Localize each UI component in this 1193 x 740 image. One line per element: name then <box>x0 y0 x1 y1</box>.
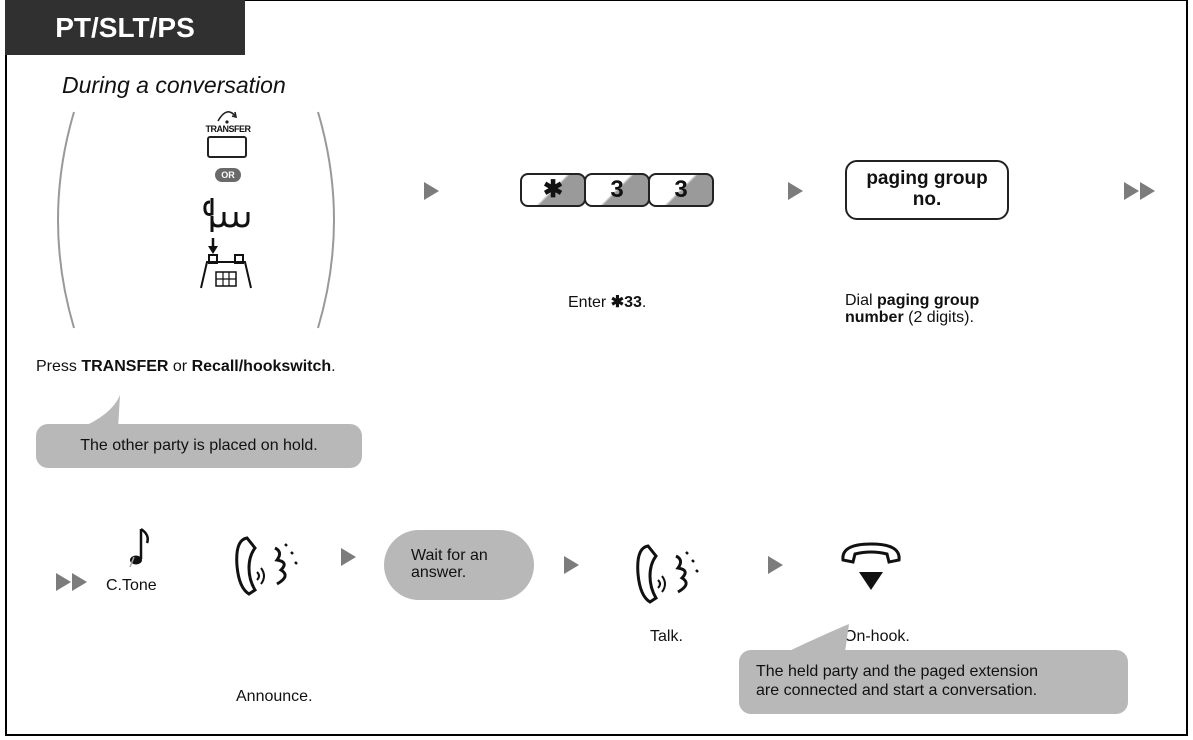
step3-caption-bold2: number <box>845 309 904 326</box>
star-key-label: ✱ <box>542 176 564 203</box>
step1-caption-prefix: Press <box>36 358 82 375</box>
transfer-key-label: TRANSFER <box>205 124 252 134</box>
step-arrow-1 <box>424 182 439 200</box>
down-arrow-icon <box>208 238 218 254</box>
step-arrow-2 <box>788 182 803 200</box>
final-note-tail <box>787 624 849 652</box>
step3-caption-suffix: (2 digits). <box>903 309 974 326</box>
hookswitch-icon <box>200 254 252 289</box>
hold-note-tail <box>78 395 120 429</box>
star-key[interactable]: ✱ <box>520 173 586 207</box>
paging-box-line2: no. <box>912 189 942 210</box>
final-note-line1: The held party and the paged extension <box>756 663 1038 680</box>
hold-note-text: The other party is placed on hold. <box>80 437 318 454</box>
step-arrow-3 <box>341 548 356 566</box>
hand-press-icon <box>203 198 250 232</box>
final-note-bubble: The held party and the paged extension a… <box>739 650 1128 714</box>
step2-caption-suffix: . <box>641 294 647 311</box>
wait-bubble: Wait for an answer. <box>384 530 534 600</box>
onhook-handset-icon <box>841 542 901 590</box>
step1-caption: Press TRANSFER or Recall/hookswitch. <box>36 358 336 376</box>
header-tab: PT/SLT/PS <box>5 0 245 55</box>
three-key-label: 3 <box>674 176 688 203</box>
step3-caption-bold1: paging group <box>877 292 980 309</box>
continue-arrow <box>1124 182 1139 200</box>
paging-box-line1: paging group <box>866 168 988 189</box>
step2-caption-prefix: Enter <box>568 294 611 311</box>
step1-caption-mid: or <box>168 358 192 375</box>
three-key-label: 3 <box>610 176 624 203</box>
onhook-label: On-hook. <box>844 628 910 645</box>
continue-arrow <box>72 573 87 591</box>
final-note-line2: are connected and start a conversation. <box>756 682 1038 699</box>
handset-speaking-icon <box>235 536 298 596</box>
wait-bubble-line1: Wait for an <box>411 547 488 564</box>
announce-label: Announce. <box>236 688 313 705</box>
condition-label: During a conversation <box>62 72 286 98</box>
step2-caption-code: ✱33 <box>610 294 642 311</box>
handset-speaking-icon <box>636 544 699 604</box>
three-key[interactable]: 3 <box>648 173 714 207</box>
step1-caption-suffix: . <box>331 358 336 375</box>
or-label: OR <box>221 170 235 180</box>
transfer-arrow-icon <box>217 111 238 124</box>
ctone-label: C.Tone <box>106 577 157 594</box>
step2-caption: Enter ✱33. <box>568 292 646 312</box>
step-arrow-4 <box>564 556 579 574</box>
step1-caption-transfer: TRANSFER <box>81 358 169 375</box>
music-note-icon <box>129 527 149 568</box>
step-arrow-5 <box>768 556 783 574</box>
step1-caption-recall: Recall/hookswitch <box>191 358 332 375</box>
diagram-frame <box>5 0 1188 736</box>
left-paren <box>57 111 75 329</box>
three-key[interactable]: 3 <box>584 173 650 207</box>
wait-bubble-line2: answer. <box>411 564 467 581</box>
step3-caption-prefix: Dial <box>845 292 878 309</box>
step3-caption: Dial paging group number (2 digits). <box>845 292 979 326</box>
paging-group-box[interactable]: paging group no. <box>845 160 1009 220</box>
right-paren <box>317 111 335 329</box>
or-badge-icon: OR <box>215 168 241 182</box>
hold-note-bubble: The other party is placed on hold. <box>36 424 362 468</box>
continue-arrow <box>56 573 71 591</box>
continue-arrow <box>1140 182 1155 200</box>
talk-label: Talk. <box>650 628 683 645</box>
transfer-key-icon[interactable] <box>207 136 247 158</box>
